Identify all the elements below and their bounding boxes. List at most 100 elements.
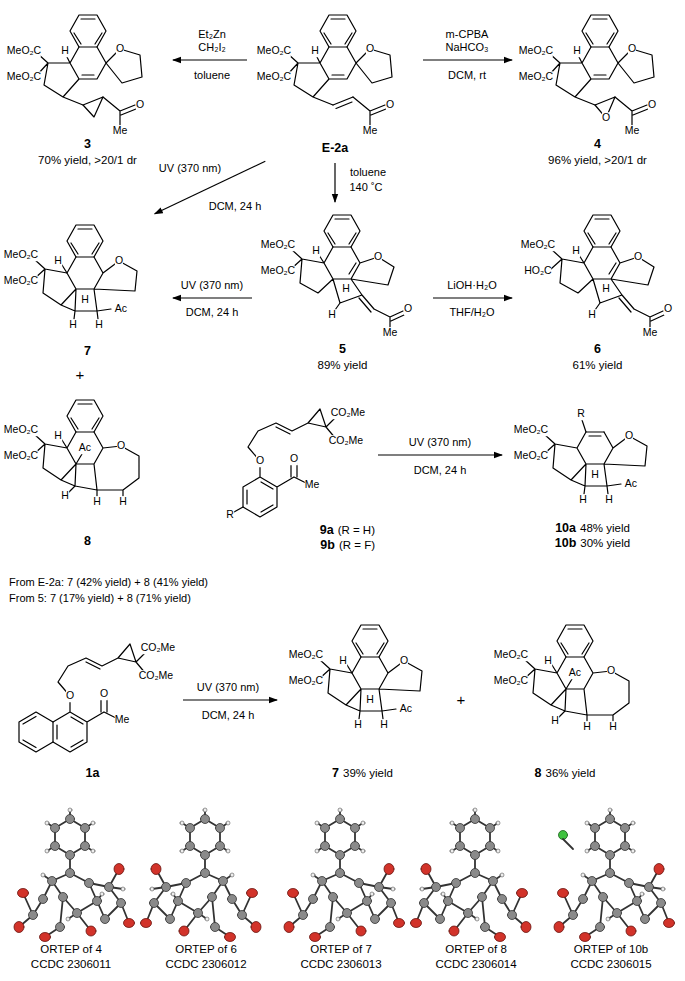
yield-note: From E-2a: 7 (42% yield) + 8 (41% yield) bbox=[8, 576, 209, 588]
compound-7: 7 bbox=[5, 215, 170, 363]
label-row: 9b (R = F) bbox=[320, 538, 375, 554]
compound-number: 10a bbox=[555, 521, 576, 537]
atom-label: H bbox=[93, 496, 101, 508]
atom-label: H bbox=[328, 309, 336, 321]
atom-label: CO₂Me bbox=[331, 407, 365, 419]
label-row: 7 bbox=[84, 344, 91, 360]
atom-label: O bbox=[404, 303, 412, 315]
atom-label: MeO₂C bbox=[7, 71, 41, 83]
compound-number: 9a bbox=[320, 523, 334, 539]
caption-text: CCDC 2306015 bbox=[570, 957, 651, 971]
reaction-arrow bbox=[433, 297, 512, 298]
label-row: 89% yield bbox=[318, 358, 368, 372]
compound-9: 9a(R = H)9b(R = F) bbox=[195, 385, 375, 557]
atom-label: MeO₂C bbox=[494, 649, 528, 661]
atom-label: MeO₂C bbox=[514, 424, 548, 436]
reaction-arrow bbox=[334, 163, 335, 202]
compound-4: 496% yield, >20/1 dr bbox=[515, 5, 680, 170]
reaction-arrow bbox=[173, 297, 252, 298]
compound-number: 5 bbox=[339, 342, 346, 358]
label-row: CCDC 2306015 bbox=[570, 957, 651, 971]
reagent-label: CH₂I₂ bbox=[197, 41, 226, 53]
compound-10: 10a48% yield10b30% yield bbox=[505, 385, 680, 555]
atom-label: Ac bbox=[79, 442, 91, 454]
ortep-panel: ORTEP of 8CCDC 2306014 bbox=[410, 800, 542, 974]
atom-label: MeO₂C bbox=[7, 45, 41, 57]
caption-text: CCDC 2306013 bbox=[300, 957, 381, 971]
label-row: CCDC 2306012 bbox=[165, 957, 246, 971]
atom-label: O bbox=[290, 453, 298, 465]
atom-label: R bbox=[577, 408, 585, 420]
atom-label: MeO₂C bbox=[4, 424, 38, 436]
atom-label: Ac bbox=[400, 703, 412, 715]
label-row: 1a bbox=[86, 766, 100, 782]
compound-number: 10b bbox=[555, 536, 577, 552]
atom-label: H bbox=[583, 721, 591, 733]
atom-label: O bbox=[115, 255, 123, 267]
caption-text: 70% yield, >20/1 dr bbox=[38, 153, 137, 167]
caption-text: ORTEP of 6 bbox=[175, 942, 237, 956]
atom-label: Me bbox=[363, 125, 378, 137]
atom-label: Me bbox=[305, 479, 320, 491]
atom-label: H bbox=[61, 45, 69, 57]
atom-label: MeO₂C bbox=[514, 450, 548, 462]
atom-label: MeO₂C bbox=[4, 249, 38, 261]
ortep-panel: ORTEP of 10bCCDC 2306015 bbox=[545, 800, 677, 974]
caption-text: 61% yield bbox=[573, 358, 623, 372]
atom-label: O bbox=[602, 112, 610, 124]
label-row: CCDC 2306013 bbox=[300, 957, 381, 971]
atom-label: O bbox=[625, 430, 633, 442]
atom-label: H bbox=[544, 655, 552, 667]
atom-label: MeO₂C bbox=[257, 45, 291, 57]
atom-label: O bbox=[100, 688, 108, 700]
atom-label: R bbox=[226, 509, 234, 521]
atom-label: MeO₂C bbox=[4, 275, 38, 287]
reagent-label: DCM, 24 h bbox=[413, 464, 468, 476]
atom-label: Me bbox=[625, 125, 640, 137]
label-row: 96% yield, >20/1 dr bbox=[548, 153, 647, 167]
reagent-label: DCM, 24 h bbox=[185, 306, 240, 318]
atom-label: O bbox=[66, 690, 74, 702]
caption-text: (R = F) bbox=[339, 538, 375, 552]
atom-label: H bbox=[354, 719, 362, 731]
atom-label: H bbox=[119, 496, 127, 508]
atom-label: O bbox=[648, 99, 656, 111]
caption-text: CCDC 2306012 bbox=[165, 957, 246, 971]
compound-number: 7 bbox=[84, 344, 91, 360]
reagent-label: toluene bbox=[193, 69, 231, 81]
atom-label: H bbox=[591, 469, 599, 481]
label-row: 6 bbox=[594, 342, 601, 358]
caption-text: 30% yield bbox=[580, 536, 630, 550]
plus-sign: + bbox=[75, 367, 86, 384]
atom-label: O bbox=[664, 303, 672, 315]
atom-label: H bbox=[572, 245, 580, 257]
atom-label: MeO₂C bbox=[521, 239, 555, 251]
atom-label: MeO₂C bbox=[261, 265, 295, 277]
compound-1a: 1a bbox=[5, 615, 180, 785]
compound-number: 8 bbox=[84, 534, 91, 550]
atom-label: H bbox=[312, 245, 320, 257]
atom-label: MeO₂C bbox=[261, 239, 295, 251]
compound-number: 9b bbox=[320, 538, 335, 554]
label-row: E-2a bbox=[322, 141, 348, 157]
reagent-label: UV (370 nm) bbox=[158, 162, 222, 174]
compound-number: 1a bbox=[86, 766, 100, 782]
label-row: ORTEP of 10b bbox=[574, 942, 648, 956]
reagent-label: LiOH·H₂O bbox=[446, 279, 498, 291]
reagent-label: m-CPBA bbox=[445, 28, 490, 40]
compound-number: 7 bbox=[332, 766, 339, 782]
reagent-label: DCM, 24 h bbox=[208, 200, 263, 212]
label-row: 70% yield, >20/1 dr bbox=[38, 153, 137, 167]
reagent-label: DCM, rt bbox=[447, 69, 487, 81]
atom-label: CO₂Me bbox=[329, 435, 363, 447]
atom-label: H bbox=[81, 294, 89, 306]
atom-label: MeO₂C bbox=[289, 649, 323, 661]
atom-label: O bbox=[256, 455, 264, 467]
atom-label: MeO₂C bbox=[519, 45, 553, 57]
atom-label: H bbox=[69, 319, 77, 331]
reagent-label: UV (370 nm) bbox=[196, 681, 260, 693]
caption-text: ORTEP of 4 bbox=[40, 942, 102, 956]
caption-text: 36% yield bbox=[546, 766, 596, 780]
ortep-panel: ORTEP of 4CCDC 2306011 bbox=[5, 800, 137, 974]
plus-sign: + bbox=[456, 692, 467, 709]
